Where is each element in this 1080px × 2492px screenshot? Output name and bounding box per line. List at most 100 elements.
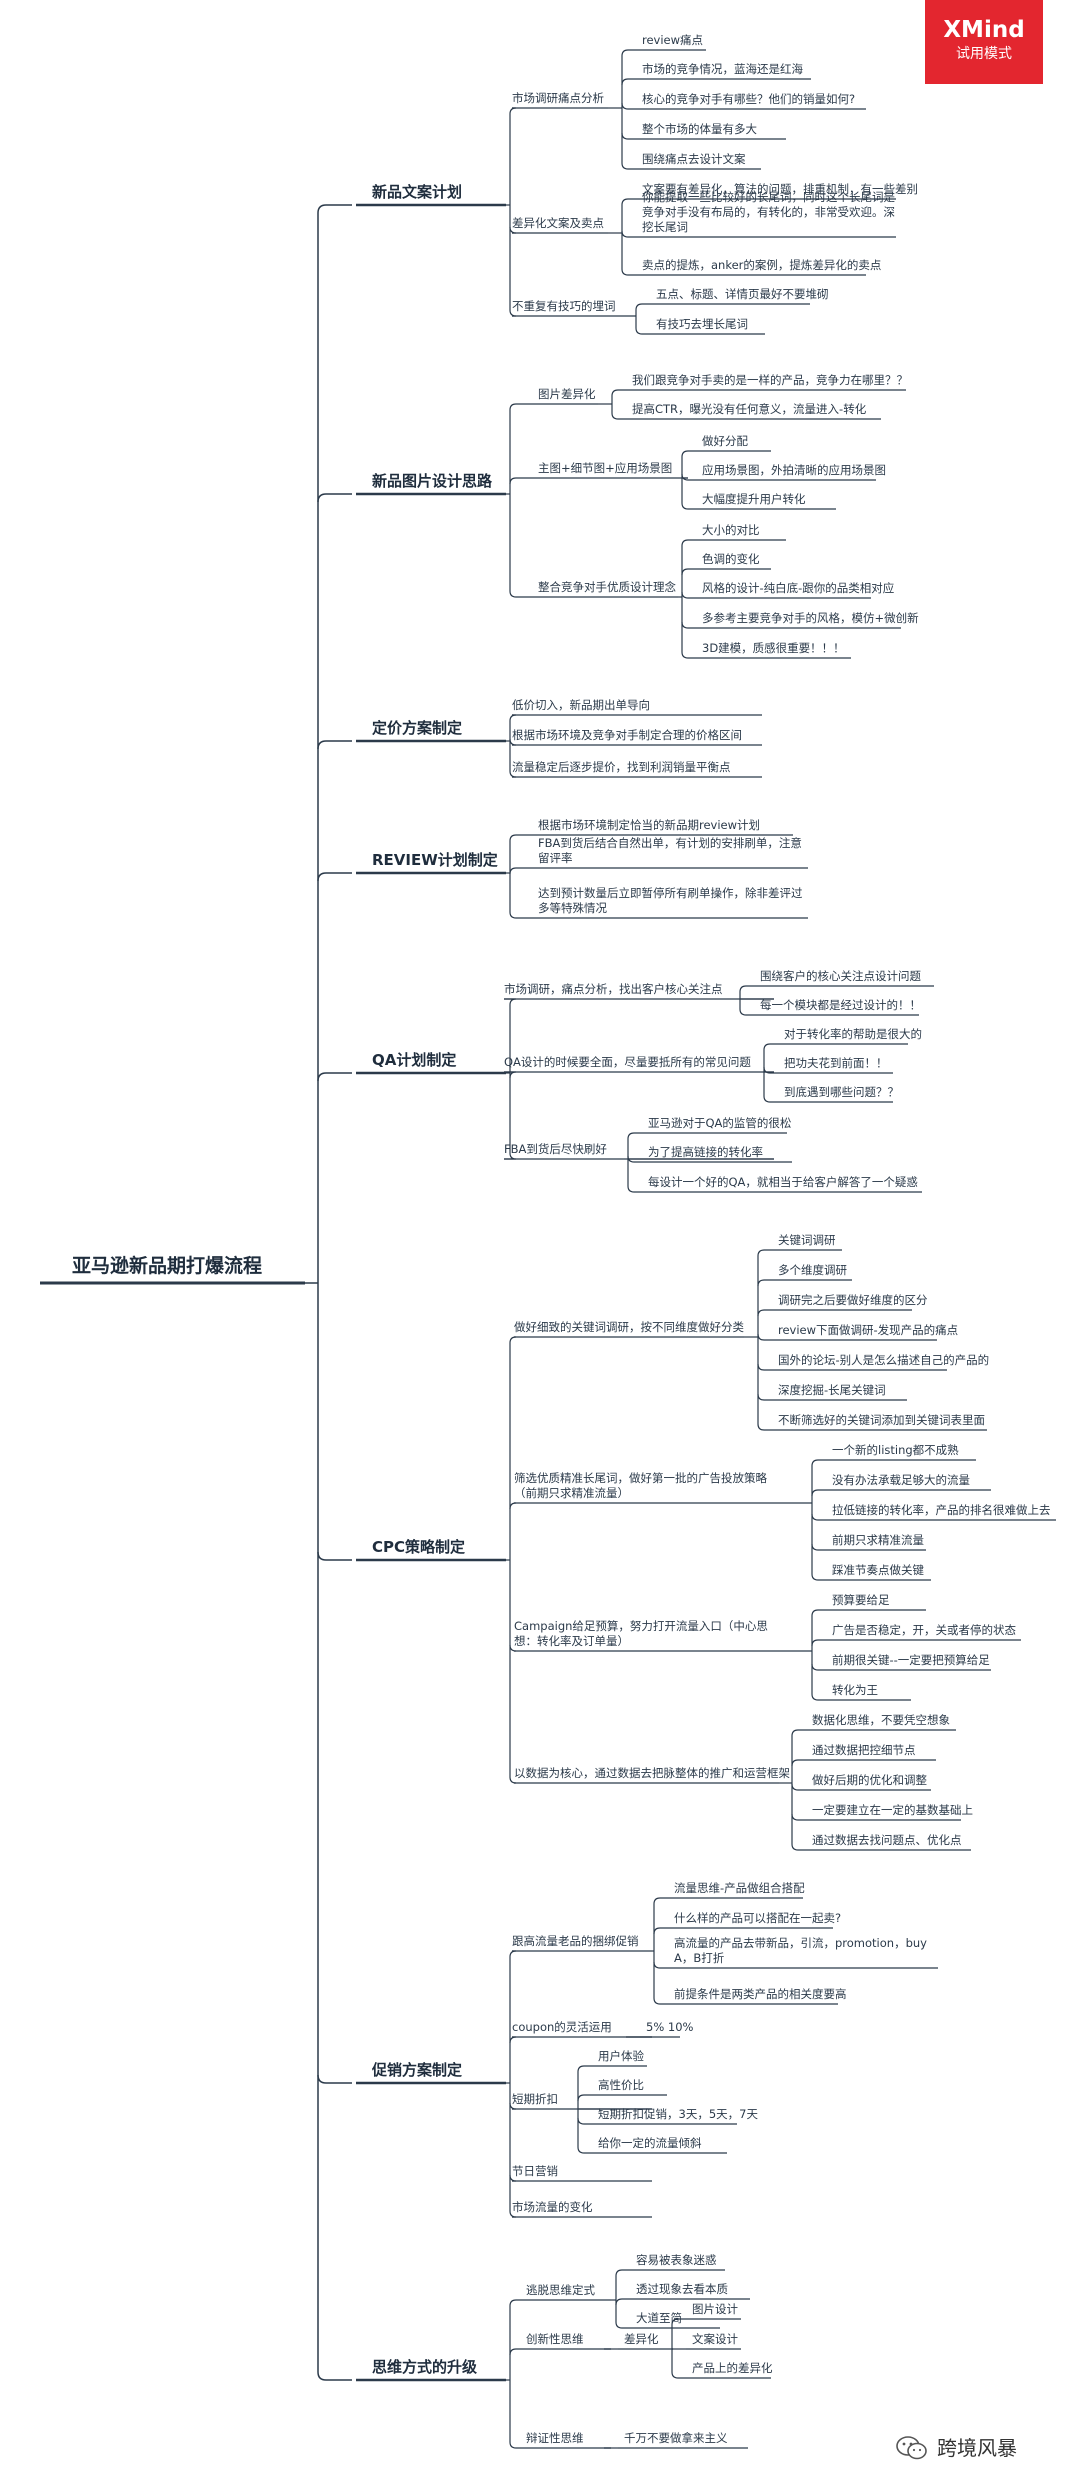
connector-curve <box>509 714 517 722</box>
connector-curve <box>509 590 538 598</box>
leaf-topic: 广告是否稳定，开，关或者停的状态 <box>832 1623 1016 1637</box>
connector-curve <box>611 412 626 420</box>
connector-curve <box>811 1459 826 1467</box>
badge-brand: XMind <box>943 17 1025 43</box>
connector-curve <box>791 1759 806 1767</box>
leaf-topic: 文案要有差异化，算法的问题，排重机制，有一些差别 <box>642 182 918 196</box>
watermark-text: 跨境风暴 <box>937 2436 1017 2460</box>
connector-curve <box>504 998 517 1006</box>
subtopic: QA设计的时候要全面，尽量要抵所有的常见问题 <box>504 1055 751 1069</box>
leaf-topic: 图片设计 <box>692 2302 738 2316</box>
badge-mode: 试用模式 <box>956 46 1012 62</box>
connector-curve <box>627 1155 642 1163</box>
connector-curve <box>757 1423 772 1431</box>
connector-curve <box>763 1043 778 1051</box>
connector-curve <box>763 1095 778 1103</box>
connector-curve <box>509 107 517 115</box>
connector-curve <box>509 2441 526 2449</box>
leaf-topic: 围绕痛点去设计文案 <box>642 152 746 166</box>
leaf-topic: 大道至简 <box>636 2311 682 2325</box>
connector-curve <box>577 2146 592 2154</box>
leaf-topic: 多参考主要竞争对手的风格，模仿+微创新 <box>702 611 919 625</box>
leaf-topic: 风格的设计-纯白底-跟你的品类相对应 <box>702 581 895 595</box>
leaf-topic: 大小的对比 <box>702 523 760 537</box>
branch-topic: CPC策略制定 <box>372 1538 466 1556</box>
leaf-topic: 产品上的差异化 <box>692 2361 773 2375</box>
connector-curve <box>509 2348 526 2356</box>
leaf-topic: 给你一定的流量倾斜 <box>598 2136 702 2150</box>
subtopic: 做好细致的关键词调研，按不同维度做好分类 <box>514 1320 744 1334</box>
leaf-topic: 千万不要做拿来主义 <box>624 2431 728 2445</box>
leaf-topic: 提高CTR，曝光没有任何意义，流量进入-转化 <box>632 402 867 416</box>
connector-curve <box>791 1729 806 1737</box>
connector-curve <box>791 1843 806 1851</box>
connector-curve <box>627 1132 642 1140</box>
leaf-topic: 你能提取一些比较好的长尾词，同时这个长尾词是竞争对手没有布局的，有转化的，非常受… <box>642 190 895 234</box>
subtopic: Campaign给足预算，努力打开流量入口（中心思想：转化率及订单量） <box>514 1619 768 1648</box>
leaf-topic: 拉低链接的转化率，产品的排名很难做上去 <box>832 1503 1051 1517</box>
leaf-topic: 通过数据去找问题点、优化点 <box>812 1833 962 1847</box>
connector-curve <box>681 502 696 510</box>
connector-curve <box>757 1279 772 1287</box>
connector-curve <box>791 1783 806 1791</box>
branch-topic: 新品文案计划 <box>372 183 463 201</box>
connector-curve <box>757 1309 772 1317</box>
connector-curve <box>577 2117 592 2125</box>
branch-topic: 促销方案制定 <box>372 2061 463 2079</box>
leaf-topic: 到底遇到哪些问题？？ <box>784 1085 899 1099</box>
leaf-topic: 做好后期的优化和调整 <box>812 1773 927 1787</box>
subtopic: 主图+细节图+应用场景图 <box>538 461 673 475</box>
leaf-topic: 每一个模块都是经过设计的！！ <box>760 998 921 1012</box>
leaf-topic: 前期只求精准流量 <box>832 1533 924 1547</box>
connector-curve <box>611 389 626 397</box>
subtopic: 图片差异化 <box>538 387 596 401</box>
connector-curve <box>811 1513 826 1521</box>
connector-curve <box>653 1961 668 1969</box>
leaf-topic: 对于转化率的帮助是很大的 <box>784 1027 922 1041</box>
leaf-topic: 色调的变化 <box>702 552 760 566</box>
connector-curve <box>811 1489 826 1497</box>
connector-curve <box>509 2036 517 2044</box>
connector-curve <box>791 1813 806 1821</box>
connector-curve <box>577 2065 592 2073</box>
connector-curve <box>681 473 696 481</box>
leaf-topic: 透过现象去看本质 <box>636 2282 728 2296</box>
subtopic: 筛选优质精准长尾词，做好第一批的广告投放策略（前期只求精准流量） <box>514 1471 767 1500</box>
leaf-topic: 关键词调研 <box>778 1233 836 1247</box>
connector-curve <box>317 872 352 882</box>
subtopic: 创新性思维 <box>526 2332 584 2346</box>
connector-curve <box>653 1897 668 1905</box>
leaf-topic: 用户体验 <box>598 2049 644 2063</box>
connector-curve <box>671 2371 686 2379</box>
leaf-topic: review痛点 <box>642 33 704 47</box>
leaf-topic: 整个市场的体量有多大 <box>642 122 757 136</box>
leaf-topic: 容易被表象迷惑 <box>636 2253 717 2267</box>
connector-curve <box>509 1950 517 1958</box>
leaf-topic: 国外的论坛-别人是怎么描述自己的产品的 <box>778 1353 990 1367</box>
connector-curve <box>653 1927 668 1935</box>
connector-curve <box>621 49 636 57</box>
connector-curve <box>621 132 636 140</box>
leaf-topic: 市场的竞争情况，蓝海还是红海 <box>642 62 803 76</box>
connector-curve <box>739 985 754 993</box>
leaf-topic: 流量思维-产品做组合搭配 <box>674 1881 805 1895</box>
connector-curve <box>317 493 352 503</box>
connector-curve <box>615 2269 630 2277</box>
leaf-topic: 调研完之后要做好维度的区分 <box>778 1293 928 1307</box>
subtopic: 节日营销 <box>512 2164 558 2178</box>
subtopic: 跟高流量老品的捆绑促销 <box>512 1934 639 1948</box>
leaf-topic: 每设计一个好的QA，就相当于给客户解答了一个疑惑 <box>648 1175 918 1189</box>
root-topic: 亚马逊新品期打爆流程 <box>72 1255 263 1277</box>
subtopic: 整合竞争对手优质设计理念 <box>538 580 676 594</box>
wechat-icon <box>896 2436 927 2460</box>
connector-curve <box>757 1333 772 1341</box>
leaf-topic: 3D建模，质感很重要！！！ <box>702 641 845 655</box>
connector-curve <box>653 1997 668 2005</box>
connector-curve <box>621 230 636 238</box>
leaf-topic: 卖点的提炼，anker的案例，提炼差异化的卖点 <box>642 258 882 272</box>
leaf-topic: 深度挖掘-长尾关键词 <box>778 1383 886 1397</box>
connector-curve <box>763 1066 778 1074</box>
subtopic: 流量稳定后逐步提价，找到利润销量平衡点 <box>512 760 731 774</box>
subtopic: 达到预计数量后立即暂停所有刷单操作，除非差评过多等特殊情况 <box>538 886 803 915</box>
subtopic: 辩证性思维 <box>526 2431 584 2445</box>
